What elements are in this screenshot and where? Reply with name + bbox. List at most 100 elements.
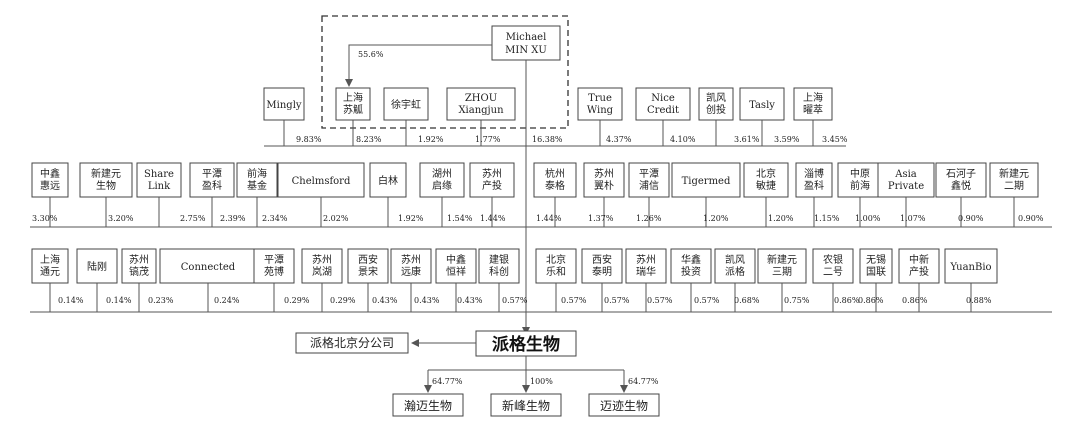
subsidiary-name: 迈迹生物 — [600, 399, 648, 413]
shareholder-label: 产投 — [909, 265, 929, 278]
shareholder-label: 湖州 — [432, 168, 452, 180]
shareholder-label: 上海 — [803, 91, 823, 104]
row2-shareholder-13[interactable]: Tigermed — [671, 162, 741, 227]
row1-pct-8: 3.61% — [734, 135, 760, 144]
row3-shareholder-20[interactable]: YuanBio — [944, 248, 998, 312]
shareholder-label: 乐和 — [546, 266, 566, 278]
branch-node[interactable]: 派格北京分公司 — [295, 332, 409, 354]
row1-shareholder-1[interactable]: Mingly — [263, 87, 305, 146]
shareholder-label: 二号 — [823, 266, 843, 278]
row3-pct-18: 0.86% — [858, 296, 884, 305]
shareholder-label: 镐茂 — [129, 265, 149, 278]
shareholder-label: 投资 — [681, 265, 701, 278]
row2-shareholder-6[interactable]: Chelmsford — [277, 162, 365, 227]
subsidiary-pct: 64.77% — [628, 377, 659, 386]
row1-shareholder-3[interactable]: 徐宇虹 — [383, 87, 429, 146]
row1-pct-5: 16.38% — [532, 135, 563, 144]
founder-label-line2: MIN XU — [505, 45, 547, 56]
shareholder-label: 景宋 — [358, 265, 378, 278]
row1-pct-2: 8.23% — [356, 135, 382, 144]
shareholders-row-1: Mingly9.83%上海苏觚8.23%徐宇虹1.92%ZHOUXiangjun… — [263, 87, 848, 146]
row2-pct-3: 2.75% — [180, 214, 206, 223]
shareholder-label: 陆刚 — [87, 260, 107, 273]
founder-node[interactable]: Michael MIN XU — [491, 25, 561, 61]
shareholder-label: Link — [148, 181, 171, 192]
shareholder-label: 瑞华 — [636, 265, 656, 278]
shareholder-label: Asia — [894, 169, 917, 180]
shareholder-label: Connected — [181, 262, 236, 273]
row2-pct-11: 1.37% — [588, 214, 614, 223]
company-node[interactable]: 派格生物 — [475, 330, 577, 357]
row3-pct-11: 0.57% — [561, 296, 587, 305]
subsidiary-3[interactable]: 迈迹生物 64.77% — [588, 370, 660, 417]
branch-name: 派格北京分公司 — [310, 335, 394, 350]
row3-shareholder-4[interactable]: Connected — [159, 248, 257, 312]
shareholder-label: 西安 — [592, 253, 612, 266]
row2-shareholder-7[interactable]: 白林 — [369, 162, 407, 227]
shareholder-label: 苏州 — [636, 253, 656, 266]
row1-pct-9: 3.59% — [774, 135, 800, 144]
row1-shareholder-9[interactable]: Tasly — [739, 87, 785, 146]
shareholder-label: 泰明 — [592, 265, 612, 278]
shareholder-label: 苏州 — [129, 253, 149, 266]
shareholder-label: 苏州 — [312, 253, 332, 266]
row1-pct-10: 3.45% — [822, 135, 848, 144]
founder-to-sushen-arrow — [345, 44, 492, 87]
row3-shareholder-2[interactable]: 陆刚 — [76, 248, 118, 312]
shareholder-label: 石河子 — [946, 168, 976, 180]
shareholder-label: 平潭 — [202, 168, 222, 180]
shareholder-label: Credit — [647, 105, 679, 116]
row2-pct-14: 1.20% — [768, 214, 794, 223]
row2-pct-18: 0.90% — [958, 214, 984, 223]
shareholder-label: 产投 — [482, 179, 502, 192]
row3-pct-5: 0.29% — [284, 296, 310, 305]
company-name: 派格生物 — [492, 334, 560, 355]
shareholder-label: 敏捷 — [756, 179, 776, 192]
row3-pct-15: 0.68% — [734, 296, 760, 305]
row3-pct-6: 0.29% — [330, 296, 356, 305]
row3-pct-13: 0.57% — [647, 296, 673, 305]
shareholder-label: 惠远 — [40, 179, 60, 192]
